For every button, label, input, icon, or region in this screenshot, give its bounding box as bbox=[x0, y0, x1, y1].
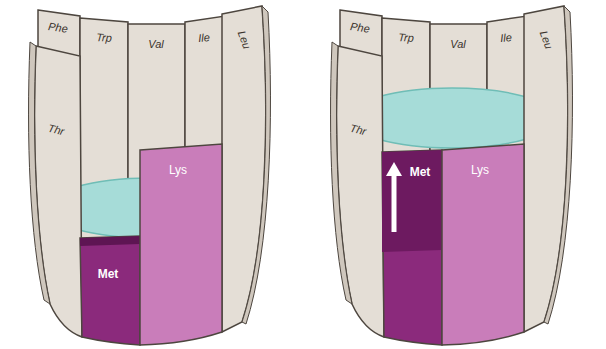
stave-edge bbox=[544, 6, 572, 324]
met-stave bbox=[80, 236, 140, 345]
stave-edge bbox=[331, 42, 352, 304]
barrel-stave bbox=[35, 46, 82, 337]
stave-edge bbox=[242, 6, 270, 324]
barrel-stave bbox=[337, 46, 384, 337]
stave-edge bbox=[29, 42, 50, 304]
stave-label: Val bbox=[450, 39, 466, 50]
barrel-stave bbox=[222, 6, 266, 332]
raised-met-section bbox=[382, 150, 442, 252]
met-stave-top bbox=[80, 236, 140, 246]
barrel-stave bbox=[524, 6, 568, 332]
barrel bbox=[29, 6, 271, 345]
stave-label: Val bbox=[148, 39, 164, 50]
lys-stave bbox=[140, 144, 222, 345]
stave-label: Trp bbox=[96, 32, 112, 44]
lys-label: Lys bbox=[169, 164, 187, 176]
stave-label: Ile bbox=[198, 32, 210, 44]
barrel bbox=[331, 6, 573, 345]
met-label: Met bbox=[410, 166, 431, 178]
met-stave bbox=[382, 150, 442, 345]
stave-label: Trp bbox=[398, 32, 414, 44]
stave-label: Ile bbox=[500, 32, 512, 44]
up-arrow bbox=[392, 174, 397, 232]
lys-label: Lys bbox=[471, 164, 489, 176]
up-arrow-head bbox=[386, 162, 402, 176]
lys-stave bbox=[442, 144, 524, 345]
met-label: Met bbox=[98, 268, 119, 280]
